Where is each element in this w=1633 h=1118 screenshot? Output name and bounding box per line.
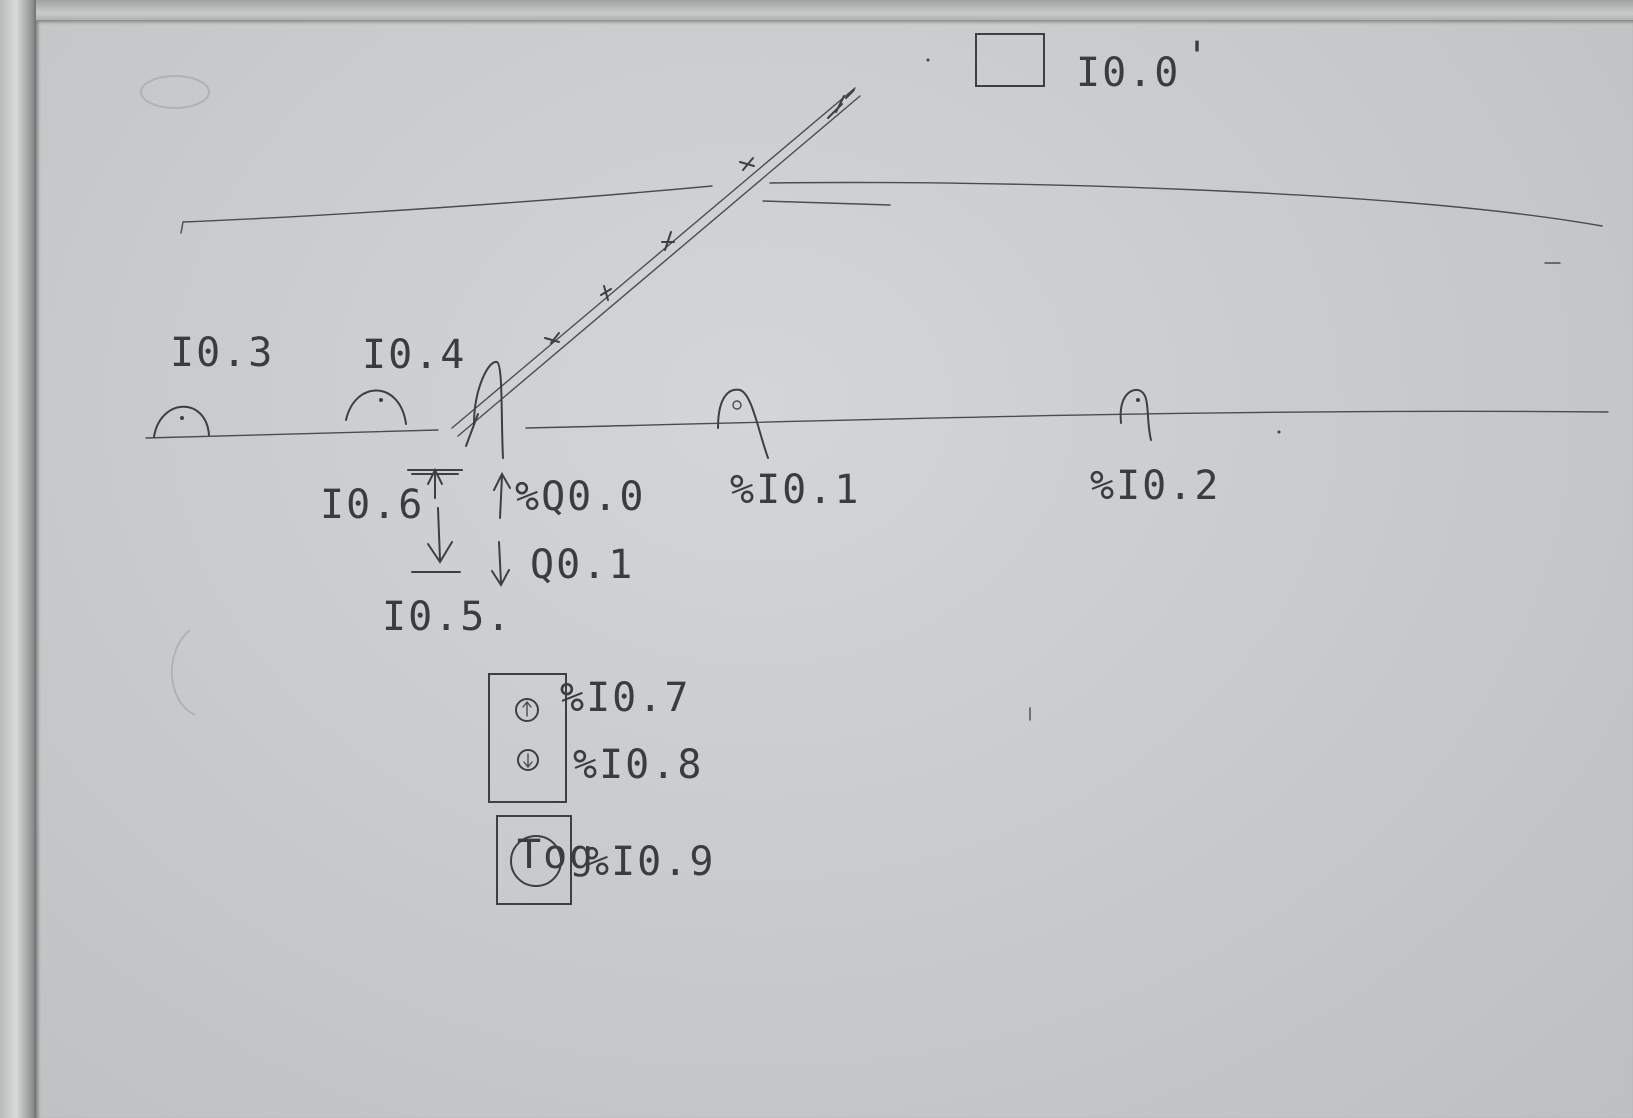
lift-up-arrow: [427, 467, 443, 499]
diagonal-tick: [827, 89, 855, 119]
erased-mark: [140, 75, 210, 109]
sensor-q00-symbol: [465, 413, 479, 447]
lower-conveyor-line: [525, 410, 1609, 429]
whiteboard-frame-top: [0, 0, 1633, 22]
label-i07: %I0.7: [560, 675, 690, 721]
tog-button-panel: [496, 815, 572, 905]
lower-conveyor-line: [145, 429, 439, 439]
label-q00: %Q0.0: [515, 474, 645, 520]
label-i01: %I0.1: [730, 467, 860, 513]
down-arrow-icon: [523, 753, 533, 769]
tog-button-icon: [510, 835, 562, 887]
q00-up-arrow: [493, 471, 511, 519]
label-i09: %I0.9: [585, 839, 715, 885]
label-i08: %I0.8: [573, 742, 703, 788]
label-i02: %I0.2: [1090, 463, 1220, 509]
upper-conveyor-line: [762, 200, 891, 206]
lift-down-arrow: [427, 507, 453, 564]
stray-mark: [926, 58, 930, 62]
label-i03: I0.3: [170, 330, 274, 376]
diagonal-conveyor: [451, 87, 856, 429]
diagonal-tick: [544, 332, 560, 344]
label-i05: I0.5.: [382, 594, 512, 640]
updown-button-panel: [488, 673, 567, 803]
sensor-i02-symbol: [1119, 388, 1152, 441]
sensor-i03-symbol: [153, 405, 210, 438]
label-q01: Q0.1: [530, 542, 634, 588]
sensor-i04-symbol: [345, 389, 407, 425]
sensor-q00-symbol: [473, 361, 504, 459]
label-i00: I0.0: [1076, 50, 1180, 96]
upper-conveyor-line: [180, 185, 713, 234]
label-tog: Tog: [517, 832, 595, 878]
whiteboard-frame-left: [0, 0, 36, 1118]
up-arrow-icon: [522, 700, 532, 717]
sensor-dot: [180, 416, 184, 420]
label-i00-tick: ': [1185, 34, 1211, 80]
diagonal-tick: [600, 285, 612, 301]
diagonal-conveyor: [457, 95, 861, 437]
diagonal-tick: [739, 157, 755, 171]
sensor-dot: [732, 400, 742, 410]
erased-mark: [170, 629, 196, 716]
upper-conveyor-line: [769, 181, 1603, 227]
diagonal-tick: [661, 231, 675, 251]
down-button-icon: [517, 749, 539, 771]
up-button-icon: [515, 698, 539, 722]
label-i04: I0.4: [362, 332, 466, 378]
q01-down-arrow: [491, 541, 510, 587]
i00-button-box: [975, 33, 1045, 87]
sensor-dot: [1136, 398, 1140, 402]
label-i06: I0.6: [320, 482, 424, 528]
stray-mark: [1277, 430, 1281, 434]
sensor-i01-symbol: [717, 388, 769, 459]
sensor-dot: [379, 398, 383, 402]
